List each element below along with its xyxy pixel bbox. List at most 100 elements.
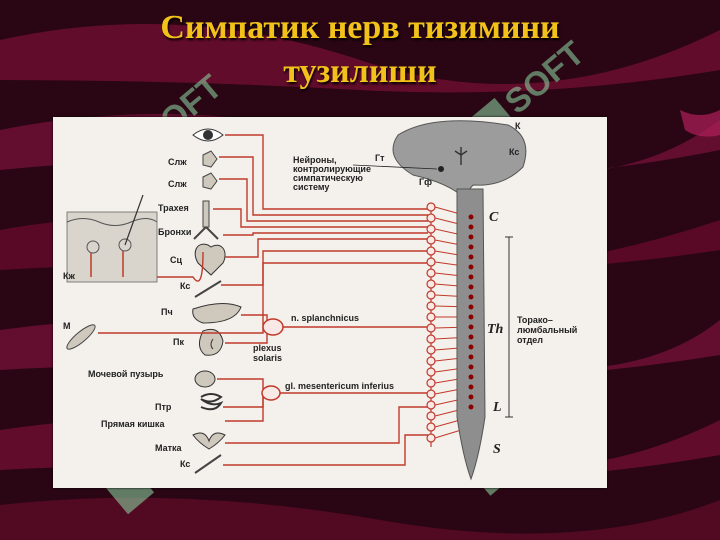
chain-ganglion bbox=[426, 411, 436, 421]
vessel-icon bbox=[194, 280, 222, 298]
cord-neuron bbox=[468, 384, 474, 390]
intestine-icon bbox=[200, 393, 224, 411]
chain-ganglion bbox=[426, 433, 436, 443]
cord-neuron bbox=[468, 364, 474, 370]
chain-ganglion bbox=[426, 246, 436, 256]
chain-ganglion bbox=[426, 213, 436, 223]
cord-neuron bbox=[468, 254, 474, 260]
label-plexus-2: solaris bbox=[253, 353, 282, 363]
chain-ganglion bbox=[426, 268, 436, 278]
thoracolumbar-bracket bbox=[505, 236, 513, 418]
cord-neuron bbox=[468, 334, 474, 340]
label-mesentericum: gl. mesentericum inferius bbox=[285, 381, 394, 391]
chain-ganglion bbox=[426, 345, 436, 355]
chain-ganglion bbox=[426, 224, 436, 234]
cord-neuron bbox=[468, 214, 474, 220]
label-slzh-2: Слж bbox=[168, 179, 187, 189]
chain-ganglion bbox=[426, 378, 436, 388]
cord-neuron bbox=[468, 374, 474, 380]
chain-ganglion bbox=[426, 422, 436, 432]
sympathetic-nervous-system-diagram: Кж М Слж Слж Трахея Бронхи Сц Кс bbox=[53, 117, 607, 488]
label-uterus: Матка bbox=[155, 443, 183, 453]
chain-ganglion bbox=[426, 235, 436, 245]
cord-neuron bbox=[468, 244, 474, 250]
label-spine-c: C bbox=[489, 210, 499, 225]
diagram-canvas: Кж М Слж Слж Трахея Бронхи Сц Кс bbox=[53, 117, 607, 488]
cord-neuron bbox=[468, 304, 474, 310]
cord-neuron bbox=[468, 294, 474, 300]
chain-ganglion bbox=[426, 356, 436, 366]
cord-neuron bbox=[468, 224, 474, 230]
cord-neuron bbox=[468, 354, 474, 360]
chain-ganglion bbox=[426, 323, 436, 333]
label-spine-s: S bbox=[493, 442, 501, 457]
label-liver: Пч bbox=[161, 307, 173, 317]
label-splanchnicus: n. splanchnicus bbox=[291, 313, 359, 323]
uterus-icon bbox=[192, 432, 226, 450]
chain-ganglion bbox=[426, 367, 436, 377]
label-trachea: Трахея bbox=[158, 203, 189, 213]
chain-ganglion bbox=[426, 334, 436, 344]
gland-icon bbox=[202, 150, 218, 190]
cord-neuron bbox=[468, 234, 474, 240]
spinal-cord-neurons bbox=[468, 214, 474, 410]
label-heart: Сц bbox=[170, 255, 182, 265]
skin-illustration bbox=[66, 194, 158, 283]
ganglion-icon bbox=[261, 318, 284, 401]
label-neurons-2: контролирующие bbox=[293, 164, 371, 174]
title-line-2: тузилиши bbox=[283, 53, 437, 90]
cord-neuron bbox=[468, 394, 474, 400]
chain-ganglion bbox=[426, 290, 436, 300]
label-vessels-1: Кс bbox=[180, 281, 190, 291]
brain-icon bbox=[392, 120, 527, 198]
vessel-icon bbox=[194, 454, 222, 474]
label-vessels-2: Кс bbox=[180, 459, 190, 469]
chain-ganglion bbox=[426, 312, 436, 322]
spine-icon bbox=[456, 188, 486, 481]
label-ptr: Птр bbox=[155, 402, 172, 412]
label-region-2: люмбальный bbox=[517, 325, 577, 335]
label-bronchi: Бронхи bbox=[158, 227, 191, 237]
label-neurons-4: систему bbox=[293, 182, 329, 192]
label-muscle: М bbox=[63, 321, 71, 331]
label-region-3: отдел bbox=[517, 335, 543, 345]
kidney-icon bbox=[199, 328, 224, 356]
label-region-1: Торако– bbox=[517, 315, 553, 325]
chain-ganglion bbox=[426, 389, 436, 399]
label-spine-th: Th bbox=[487, 322, 504, 337]
liver-icon bbox=[192, 303, 242, 324]
trachea-icon bbox=[193, 200, 219, 240]
cord-neuron bbox=[468, 284, 474, 290]
chain-ganglion bbox=[426, 301, 436, 311]
chain-ganglion bbox=[426, 279, 436, 289]
label-slzh-1: Слж bbox=[168, 157, 187, 167]
label-skin: Кж bbox=[63, 271, 75, 281]
label-bladder: Мочевой пузырь bbox=[88, 369, 164, 379]
nerve-pathways bbox=[98, 134, 428, 466]
cord-neuron bbox=[468, 264, 474, 270]
cord-neuron bbox=[468, 314, 474, 320]
label-neurons-1: Нейроны, bbox=[293, 155, 337, 165]
label-spine-l: L bbox=[492, 400, 502, 415]
cord-neuron bbox=[468, 274, 474, 280]
pointer-line bbox=[352, 164, 438, 170]
chain-ganglion bbox=[426, 202, 436, 212]
label-neurons-3: симпатическую bbox=[293, 173, 363, 183]
cord-neuron bbox=[468, 344, 474, 350]
label-plexus-1: plexus bbox=[253, 343, 282, 353]
title-line-1: Симпатик нерв тизимини bbox=[160, 9, 560, 46]
label-brain-k: К bbox=[515, 121, 521, 131]
chain-ganglion bbox=[426, 257, 436, 267]
label-brain-ks: Кс bbox=[509, 147, 519, 157]
label-rectum: Прямая кишка bbox=[101, 419, 165, 429]
slide-title: Симпатик нерв тизимини тузилиши bbox=[0, 6, 720, 94]
label-brain-gt: Гт bbox=[375, 153, 385, 163]
bladder-icon bbox=[194, 370, 216, 388]
label-kidney: Пк bbox=[173, 337, 184, 347]
chain-ganglion bbox=[426, 400, 436, 410]
label-brain-gf: Гф bbox=[419, 177, 432, 187]
cord-neuron bbox=[468, 404, 474, 410]
cord-neuron bbox=[468, 324, 474, 330]
muscle-icon bbox=[66, 324, 96, 350]
eye-icon bbox=[192, 128, 224, 142]
